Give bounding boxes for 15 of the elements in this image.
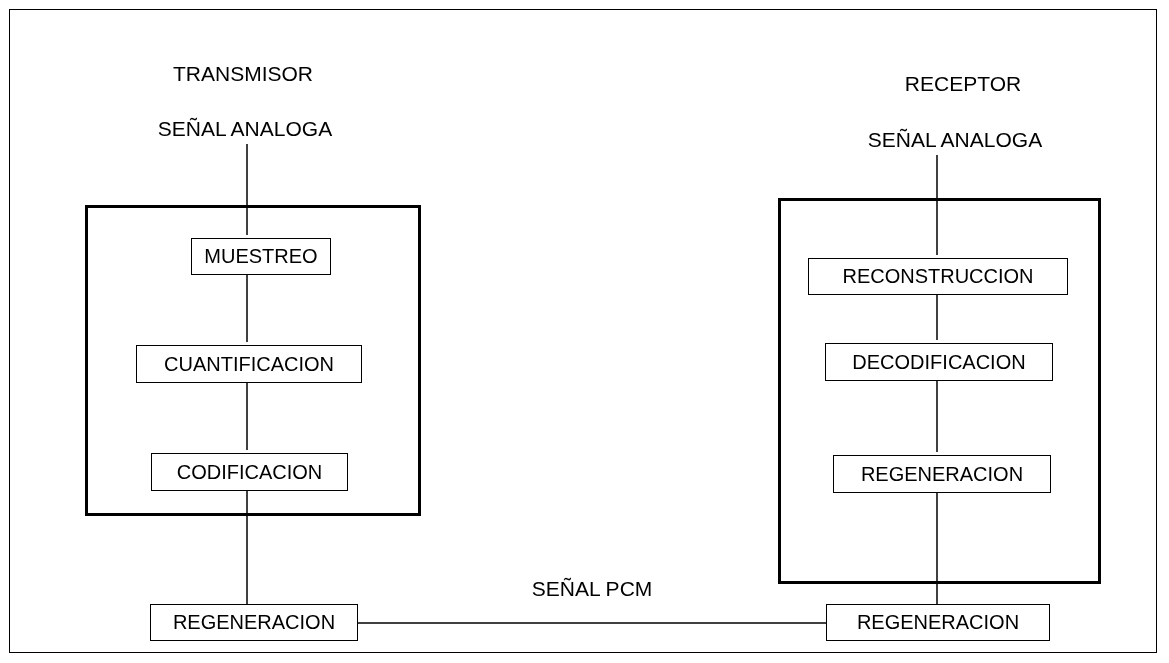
process-box: CUANTIFICACION [136,345,362,383]
process-box: CODIFICACION [151,453,348,491]
section-heading: TRANSMISOR [173,62,313,86]
process-box: MUESTREO [191,238,331,275]
process-box: REGENERACION [150,604,358,641]
block-frame [778,198,1101,584]
block-frame [85,205,421,516]
process-box: REGENERACION [833,455,1051,493]
connector-line [357,622,827,624]
process-box: RECONSTRUCCION [808,258,1068,295]
connector-line [936,154,938,256]
process-box: REGENERACION [826,604,1050,641]
section-heading: RECEPTOR [904,72,1022,96]
process-box: DECODIFICACION [825,343,1053,381]
connector-line [246,143,248,236]
